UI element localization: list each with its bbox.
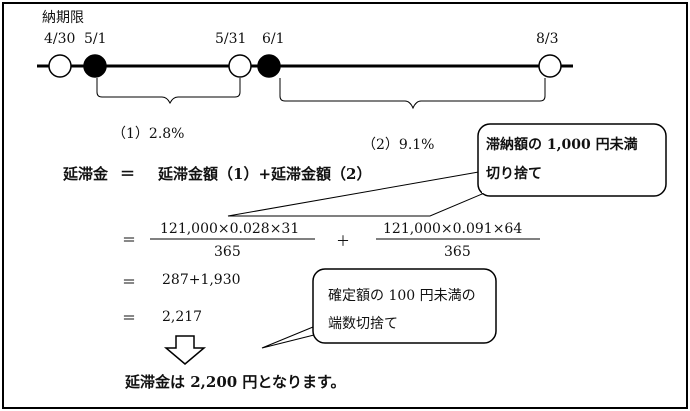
date-label-4-30: 4/30	[44, 31, 75, 47]
callout2-line2: 端数切捨て	[328, 315, 398, 332]
marker-filled-6-1	[257, 54, 281, 78]
due-date-label: 納期限	[42, 10, 84, 26]
formula-equals-3: ＝	[122, 275, 136, 291]
marker-open-8-3	[538, 54, 562, 78]
down-arrow-icon	[163, 335, 207, 365]
callout1-line2: 切り捨て	[486, 165, 542, 182]
callout1-line1: 滞納額の 1,000 円未満	[486, 136, 638, 153]
callout2-join-mask	[318, 316, 358, 340]
callout1-pointer	[227, 169, 521, 217]
callout2-box	[312, 268, 497, 344]
formula-result: 2,217	[162, 309, 202, 325]
fraction1-numerator: 121,000×0.028×31	[160, 221, 299, 237]
formula-plus: ＋	[336, 234, 350, 250]
date-label-6-1: 6/1	[262, 31, 285, 47]
callout2-line1: 確定額の 100 円未満の	[328, 288, 476, 304]
formula-equals-2: ＝	[122, 233, 136, 249]
formula-lhs: 延滞金	[62, 165, 109, 183]
fraction2-denominator: 365	[444, 244, 471, 260]
conclusion-text: 延滞金は 2,200 円となります。	[124, 373, 345, 391]
period2-brace	[279, 78, 546, 110]
formula-equals-4: ＝	[122, 311, 136, 327]
date-label-8-3: 8/3	[536, 31, 559, 47]
date-label-5-31: 5/31	[215, 31, 246, 47]
period1-rate-label: （1）2.8%	[112, 126, 184, 142]
callout1-join-mask	[482, 165, 532, 193]
period2-rate-label: （2）9.1%	[362, 137, 434, 153]
fraction1-denominator: 365	[214, 244, 241, 260]
period1-brace	[96, 78, 241, 105]
formula-equals-1: ＝	[120, 165, 135, 183]
marker-filled-5-1	[83, 54, 107, 78]
formula-sum: 287+1,930	[162, 272, 241, 288]
marker-open-4-30	[48, 54, 72, 78]
date-label-5-1: 5/1	[84, 31, 107, 47]
fraction2-numerator: 121,000×0.091×64	[383, 221, 522, 237]
formula-rhs: 延滞金額（1）+延滞金額（2）	[157, 165, 371, 183]
marker-open-5-31	[228, 54, 252, 78]
